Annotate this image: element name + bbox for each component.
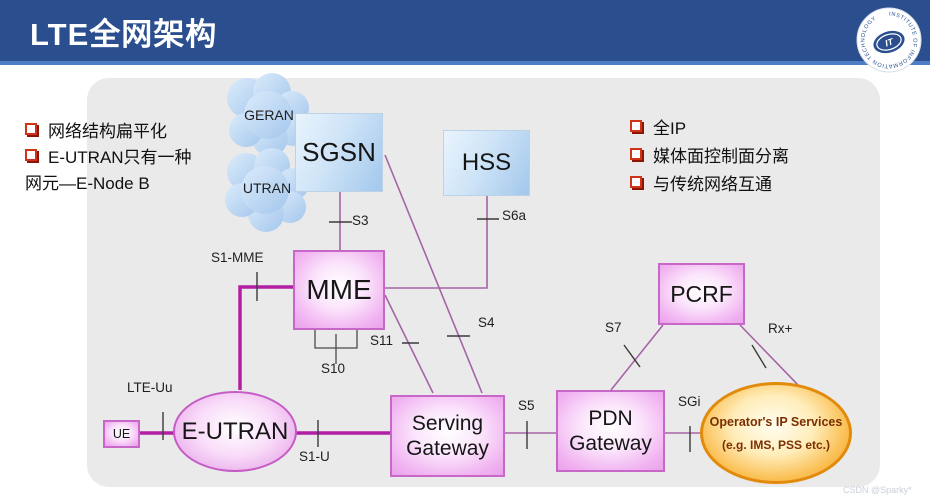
s7-tick	[623, 344, 641, 368]
pdn-gateway-node: PDN Gateway	[556, 390, 665, 472]
sgsn-node: SGSN	[295, 113, 383, 192]
s5-label: S5	[518, 398, 535, 413]
bullet-square-icon	[630, 148, 642, 160]
bullet-square-icon	[25, 149, 37, 161]
operator-ip-services-node: Operator's IP Services (e.g. IMS, PSS et…	[700, 382, 852, 484]
s7-label: S7	[605, 320, 622, 335]
logo-emblem: IT	[873, 30, 905, 54]
list-item: 网元—E-Node B	[25, 168, 192, 194]
header-bar: LTE全网架构	[0, 0, 930, 65]
utran-cloud	[225, 148, 309, 232]
lte-uu-label: LTE-Uu	[127, 380, 173, 395]
operator-services-title: Operator's IP Services	[709, 414, 843, 429]
geran-cloud	[227, 73, 309, 156]
list-item: 与传统网络互通	[630, 168, 789, 196]
s11-label: S11	[370, 333, 394, 348]
sgi-label: SGi	[678, 394, 701, 409]
utran-label: UTRAN	[242, 180, 292, 196]
list-item: E-UTRAN只有一种	[25, 142, 192, 168]
left-bullet-list: 网络结构扁平化 E-UTRAN只有一种 网元—E-Node B	[25, 116, 192, 194]
s1-u-label: S1-U	[299, 449, 330, 464]
bullet-square-icon	[630, 120, 642, 132]
institute-logo: INSTITUTE OF INFORMATION TECHNOLOGY IT	[856, 7, 922, 73]
list-item: 媒体面控制面分离	[630, 140, 789, 168]
s11-line	[384, 294, 434, 394]
eutran-node: E-UTRAN	[173, 391, 297, 472]
bullet-text: 全IP	[653, 118, 687, 138]
s3-label: S3	[352, 213, 369, 228]
bullet-square-icon	[25, 123, 37, 135]
s7-line	[610, 324, 664, 391]
list-item: 网络结构扁平化	[25, 116, 192, 142]
bullet-text: 网元—E-Node B	[25, 173, 150, 193]
right-bullet-list: 全IP 媒体面控制面分离 与传统网络互通	[630, 112, 789, 196]
page-title: LTE全网架构	[30, 17, 218, 52]
bullet-text: E-UTRAN只有一种	[48, 147, 192, 167]
s10-loop	[314, 330, 358, 364]
rx-plus-label: Rx+	[768, 321, 793, 336]
s6a-line	[385, 196, 488, 289]
rx-tick	[751, 344, 767, 369]
rx-line	[739, 324, 800, 387]
s10-label: S10	[321, 361, 346, 376]
s1-mme-label: S1-MME	[211, 250, 264, 265]
pcrf-node: PCRF	[658, 263, 745, 325]
mme-node: MME	[293, 250, 385, 330]
serving-gateway-node: Serving Gateway	[390, 395, 505, 477]
bullet-text: 媒体面控制面分离	[653, 146, 789, 166]
bullet-text: 网络结构扁平化	[48, 121, 167, 141]
operator-services-subtitle: (e.g. IMS, PSS etc.)	[721, 437, 831, 452]
s4-line	[384, 154, 483, 394]
bullet-square-icon	[630, 176, 642, 188]
s6a-label: S6a	[502, 208, 527, 223]
ue-node: UE	[103, 420, 140, 448]
hss-node: HSS	[443, 130, 530, 196]
list-item: 全IP	[630, 112, 789, 140]
geran-label: GERAN	[244, 107, 294, 123]
watermark: CSDN @Sparky*	[843, 485, 912, 495]
s4-label: S4	[478, 315, 495, 330]
s1-mme-line	[238, 285, 293, 390]
bullet-text: 与传统网络互通	[653, 174, 772, 194]
